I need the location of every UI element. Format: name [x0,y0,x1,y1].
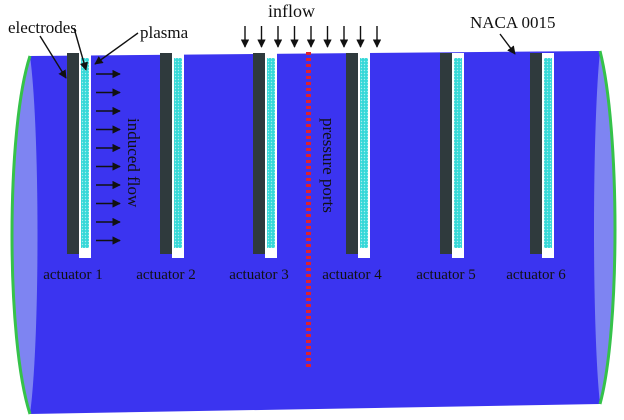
actuator-label-4: actuator 4 [322,267,382,283]
pressure-port [306,184,311,187]
pressure-port [306,364,311,367]
inflow-label: inflow [268,1,315,21]
pressure-port [306,196,311,199]
plasma-strip-3 [267,58,275,248]
pressure-ports-label: pressure ports [319,118,338,213]
pressure-port [306,268,311,271]
pressure-port [306,322,311,325]
pressure-port [306,88,311,91]
pressure-port [306,52,311,55]
actuator-label-1: actuator 1 [43,267,103,283]
pressure-port [306,286,311,289]
pressure-port [306,76,311,79]
pressure-port [306,148,311,151]
plasma-strip-5 [454,58,462,248]
pressure-port [306,154,311,157]
pressure-port [306,358,311,361]
pressure-port [306,166,311,169]
pressure-port [306,352,311,355]
pressure-port [306,70,311,73]
actuator-label-2: actuator 2 [136,267,196,283]
pressure-port [306,100,311,103]
pressure-port [306,292,311,295]
actuators [67,53,554,258]
electrode-3 [253,53,265,254]
pressure-port [306,202,311,205]
plasma-leader [94,32,139,65]
electrodes-leader-2 [73,27,88,71]
pressure-ports [306,52,311,367]
plasma-strip-1 [81,58,89,248]
pressure-port [306,310,311,313]
pressure-port [306,274,311,277]
pressure-port [306,256,311,259]
right-wing-end [594,51,615,404]
airfoil-label: NACA 0015 [470,13,555,32]
left-edge-outline [10,55,32,415]
airfoil-leader [499,33,516,55]
pressure-port [306,328,311,331]
pressure-port [306,208,311,211]
pressure-port [306,112,311,115]
pressure-port [306,58,311,61]
pressure-port [306,172,311,175]
pressure-port [306,160,311,163]
electrode-2 [160,53,172,254]
pressure-port [306,250,311,253]
pressure-port [306,232,311,235]
pressure-port [306,340,311,343]
actuator-label-3: actuator 3 [229,267,289,283]
pressure-port [306,106,311,109]
pressure-port [306,130,311,133]
pressure-port [306,82,311,85]
electrode-6 [530,53,542,254]
electrodes-label: electrodes [8,18,77,37]
pressure-port [306,262,311,265]
pressure-port [306,142,311,145]
pressure-port [306,190,311,193]
right-edge-outline [598,50,617,405]
plasma-label: plasma [140,23,189,42]
electrode-4 [346,53,358,254]
pressure-port [306,226,311,229]
electrode-1 [67,53,79,254]
wing-surface [30,51,600,414]
pressure-port [306,280,311,283]
electrodes-leader [39,35,67,79]
pressure-port [306,304,311,307]
pressure-port [306,178,311,181]
electrode-5 [440,53,452,254]
plasma-strip-4 [360,58,368,248]
pressure-port [306,316,311,319]
pressure-port [306,118,311,121]
actuator-labels: actuator 1 actuator 2 actuator 3 actuator 4… [43,267,566,283]
plasma-strip-6 [544,58,552,248]
pressure-port [306,124,311,127]
pressure-port [306,136,311,139]
pressure-port [306,214,311,217]
pressure-port [306,346,311,349]
pressure-port [306,220,311,223]
pressure-port [306,298,311,301]
pressure-port [306,244,311,247]
left-wing-end [12,56,38,414]
actuator-label-6: actuator 6 [506,267,566,283]
pressure-port [306,238,311,241]
pressure-port [306,64,311,67]
induced-flow-label: induced flow [124,118,143,208]
pressure-port [306,334,311,337]
pressure-port [306,94,311,97]
actuator-label-5: actuator 5 [416,267,476,283]
plasma-strip-2 [174,58,182,248]
arrows [39,26,516,245]
